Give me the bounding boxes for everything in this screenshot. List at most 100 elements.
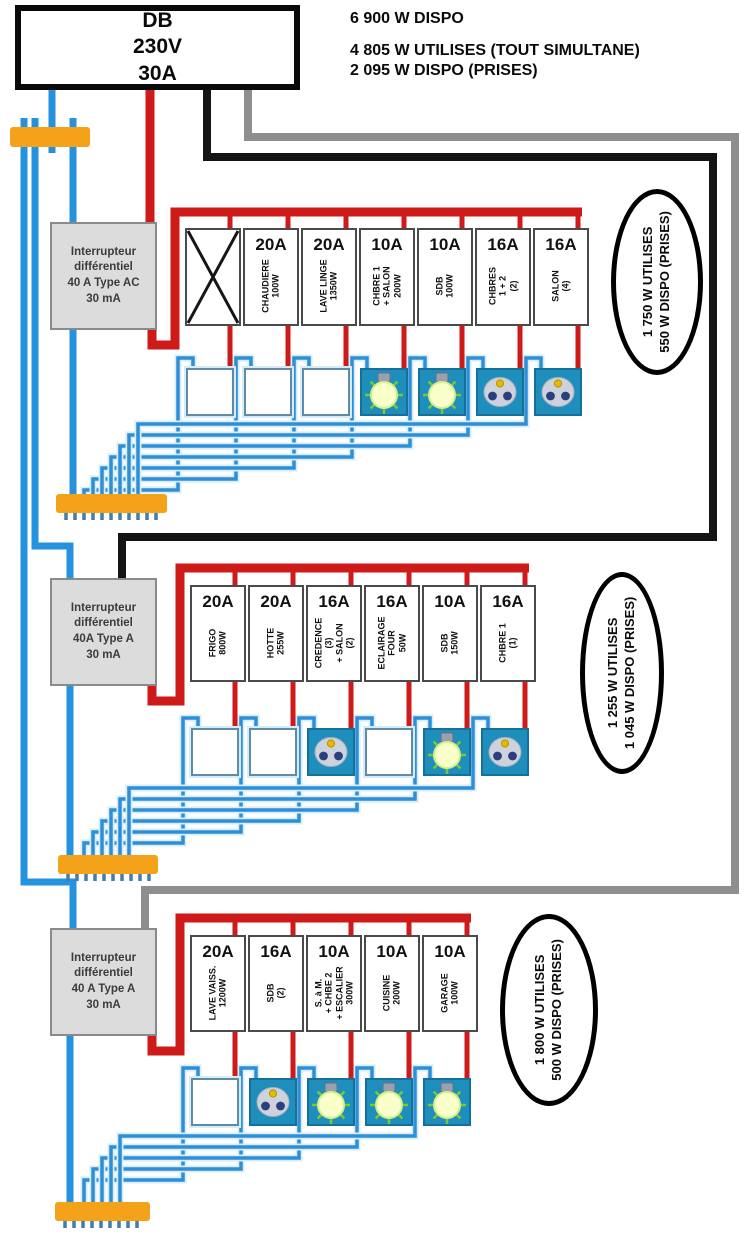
breaker-rating: 16A	[376, 592, 408, 611]
breaker-circuit-label: SDB (2)	[265, 983, 286, 1003]
summary-dispo-prises: 2 095 W DISPO (PRISES)	[350, 62, 538, 80]
main-breaker-box: DB 230V 30A	[15, 5, 300, 90]
breaker-circuit-label: LAVE VAISS. 1200W	[207, 965, 228, 1021]
neutral-device-wire	[91, 716, 258, 858]
phase-feed-row2-wire	[118, 88, 717, 582]
neutral-bus-bar-2	[56, 494, 167, 513]
breaker-rating: 16A	[318, 592, 350, 611]
neutral-device-wire	[82, 716, 200, 858]
breaker-rating: 10A	[434, 592, 466, 611]
rcd-label: Interrupteur différentiel 40 A Type A 30…	[70, 951, 137, 1011]
bulb-glyph	[428, 1082, 466, 1124]
socket-hole	[493, 751, 502, 761]
breaker-circuit-label: LAVE LINGE 1350W	[318, 259, 339, 314]
load-summary-label: 1 750 W UTILISES 550 W DISPO (PRISES)	[640, 211, 672, 353]
socket-glyph	[541, 377, 575, 407]
outlet-icon	[307, 728, 355, 776]
neutral-device-wire	[109, 716, 374, 858]
breaker-rating: 10A	[371, 235, 403, 254]
socket-earth-pin	[326, 739, 336, 748]
breaker-rating: 16A	[487, 235, 519, 254]
breaker-circuit-label: CHBRES 1 + 2 (2)	[487, 267, 519, 306]
neutral-bus-bar-3	[58, 855, 158, 874]
neutral-device-wire	[118, 1066, 432, 1205]
bulb-glyph	[312, 1082, 350, 1124]
neutral-device-wire	[118, 716, 432, 858]
socket-hole	[503, 391, 512, 401]
neutral-device-wire	[100, 1066, 316, 1205]
cross-lines	[187, 230, 239, 324]
outlet-icon	[534, 368, 582, 416]
socket-earth-pin	[553, 379, 563, 388]
breaker-circuit-label: SDB 100W	[434, 274, 455, 299]
neutral-device-wire	[91, 1066, 258, 1205]
load-summary-label: 1 800 W UTILISES 500 W DISPO (PRISES)	[532, 939, 564, 1081]
socket-glyph	[314, 737, 348, 767]
bulb-screw-cap	[382, 1082, 396, 1093]
socket-hole	[508, 751, 517, 761]
rcd-box-row1: Interrupteur différentiel 40 A Type AC 3…	[50, 222, 157, 330]
socket-glyph	[483, 377, 517, 407]
lamp-icon	[360, 368, 408, 416]
neutral-main-row3-wire	[20, 118, 77, 932]
socket-hole	[276, 1101, 285, 1111]
breaker-r3-1: 20A LAVE VAISS. 1200W	[190, 935, 246, 1032]
breaker-circuit-label: GARAGE 100W	[439, 973, 460, 1013]
bulb-glow	[433, 1091, 461, 1119]
neutral-device-wire	[82, 1066, 200, 1205]
breaker-circuit-label: CHBRE 1 (1)	[497, 623, 518, 663]
breaker-rating: 10A	[318, 942, 350, 961]
switch-box	[249, 728, 297, 776]
neutral-device-wire	[100, 716, 316, 858]
breaker-circuit-label: ECLAIRAGE FOUR 50W	[376, 616, 408, 670]
bulb-screw-cap	[377, 372, 391, 383]
breaker-circuit-label: CHAUDIERE 100W	[260, 259, 281, 314]
rcd-box-row2: Interrupteur différentiel 40A Type A 30 …	[50, 578, 157, 686]
socket-hole	[334, 751, 343, 761]
phase-bus-row1-wire	[147, 207, 582, 350]
load-summary-oval-row2: 1 255 W UTILISES 1 045 W DISPO (PRISES)	[580, 572, 664, 774]
bulb-glow	[433, 741, 461, 769]
breaker-r3-2: 16A SDB (2)	[248, 935, 304, 1032]
neutral-device-wire	[109, 1066, 374, 1205]
breaker-rating: 20A	[202, 942, 234, 961]
summary-utilises: 4 805 W UTILISES (TOUT SIMULTANE)	[350, 42, 640, 59]
lamp-icon	[418, 368, 466, 416]
breaker-rating: 20A	[260, 592, 292, 611]
breaker-circuit-label: CHBRE 1 + SALON 200W	[371, 266, 403, 307]
outlet-icon	[249, 1078, 297, 1126]
lamp-icon	[307, 1078, 355, 1126]
neutral-device-wire	[118, 356, 427, 497]
neutral-bus-bar-1	[10, 127, 90, 147]
phase-feed-row3-wire	[141, 88, 739, 932]
breaker-circuit-label: CREDENCE (3) + SALON (2)	[313, 617, 355, 669]
socket-hole	[546, 391, 555, 401]
bulb-glow	[317, 1091, 345, 1119]
breaker-rating: 16A	[545, 235, 577, 254]
rcd-label: Interrupteur différentiel 40 A Type AC 3…	[67, 245, 140, 305]
switch-box	[186, 368, 234, 416]
neutral-device-wire	[127, 716, 490, 858]
rcd-box-row3: Interrupteur différentiel 40 A Type A 30…	[50, 928, 157, 1036]
breaker-rating: 16A	[260, 942, 292, 961]
lamp-icon	[365, 1078, 413, 1126]
bulb-screw-cap	[324, 1082, 338, 1093]
rcd-label: Interrupteur différentiel 40A Type A 30 …	[70, 601, 137, 661]
socket-hole	[488, 391, 497, 401]
neutral-device-wire	[100, 356, 311, 497]
bulb-screw-cap	[435, 372, 449, 383]
socket-hole	[561, 391, 570, 401]
load-summary-oval-row3: 1 800 W UTILISES 500 W DISPO (PRISES)	[500, 914, 598, 1106]
neutral-device-wire	[136, 356, 543, 497]
lamp-icon	[423, 1078, 471, 1126]
